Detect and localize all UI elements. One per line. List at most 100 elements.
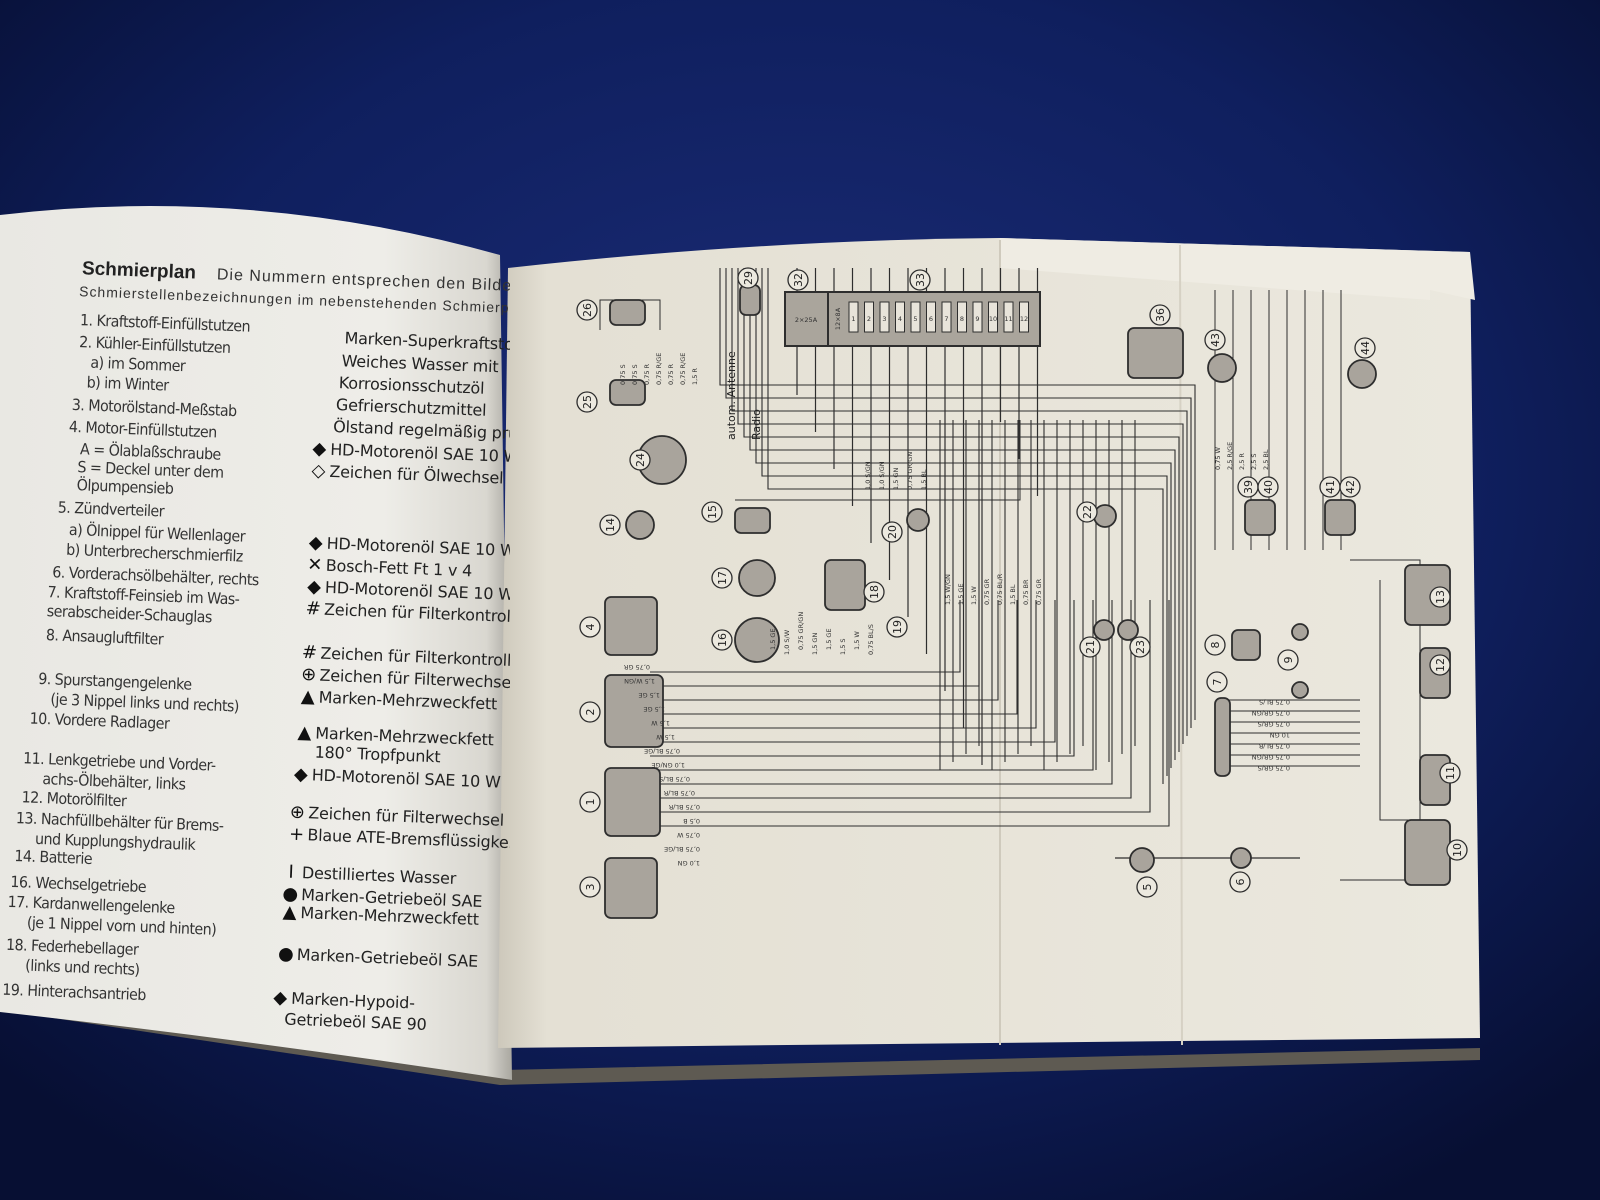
wire — [735, 420, 1021, 501]
wire-label: 1,5 GE — [957, 583, 965, 605]
wire-label: 0,75 R — [643, 363, 651, 385]
component-number-circle — [1129, 636, 1151, 658]
legend-text: Marken-Superkraftstoff — [344, 328, 510, 355]
wire-label: 0,75 S — [631, 364, 639, 385]
wire — [767, 268, 1164, 784]
wire — [650, 600, 1113, 785]
fuse-group-label: 12×8A — [834, 307, 842, 330]
lubrication-point-item: 10. Vordere Radlager — [29, 709, 170, 733]
fuse — [1003, 301, 1014, 333]
wire-label: 0,75 BR — [1022, 579, 1030, 605]
lubricant-legend-entry: Korrosionsschutzöl — [338, 373, 484, 398]
component-number-circle — [1257, 476, 1279, 498]
legend-text: Weiches Wasser mit — [341, 351, 499, 377]
wire-label: 0,75 GR — [983, 578, 991, 605]
lamp-9b — [1291, 681, 1309, 699]
wire-label: 0,75 BL/R — [663, 789, 695, 797]
component-number: 29 — [742, 271, 755, 285]
wire — [650, 600, 961, 673]
fuse-number: 4 — [898, 315, 902, 323]
component-number: 23 — [1134, 640, 1147, 654]
component-number-circle — [886, 616, 908, 638]
component-number-circle — [1136, 876, 1158, 898]
horn-44 — [1347, 359, 1377, 389]
wire-label: 0,75 R/GE — [679, 353, 687, 385]
component-number-circle — [1429, 654, 1451, 676]
wire-label: 1,5 GE — [769, 628, 777, 650]
component-number-circle — [1439, 762, 1461, 784]
lubricant-symbol-icon: I — [288, 861, 294, 883]
component-number: 25 — [581, 395, 594, 409]
wire — [731, 268, 1188, 736]
relay-18 — [824, 559, 866, 611]
component-number: 19 — [891, 620, 904, 634]
component-number-circle — [1079, 636, 1101, 658]
wire-label: 1,5 W/GN — [944, 574, 952, 605]
lamp-9a — [1291, 623, 1309, 641]
headlight-unit — [604, 767, 661, 837]
lubrication-point-item: 12. Motorölfilter — [21, 788, 127, 811]
wire-label: 0,75 BL/R — [668, 803, 700, 811]
wire-label: 0,75 BL/S — [1259, 698, 1290, 706]
component-number-circle — [909, 269, 931, 291]
legend-text: Zeichen für Ölwechsel — [329, 461, 504, 488]
lubricant-symbol-icon: ▲ — [282, 901, 297, 923]
component-number-circle — [1354, 337, 1376, 359]
lubricant-symbol-icon: ◆ — [306, 576, 322, 598]
fuse — [972, 301, 983, 333]
fuse — [988, 301, 998, 333]
component-number-circle — [711, 629, 733, 651]
component-number-circle — [576, 299, 598, 321]
lubrication-point-item: (je 1 Nippel vorn und hinten) — [26, 913, 217, 939]
wire — [650, 600, 999, 701]
component-number: 42 — [1344, 480, 1357, 494]
wire — [650, 600, 1037, 729]
horn-29 — [739, 284, 761, 316]
lubricant-legend-entry: ◆HD-Motorenöl SAE 10 W — [289, 764, 501, 793]
wire — [719, 268, 1196, 720]
connector-41-42 — [1324, 499, 1356, 536]
component-number: 1 — [584, 799, 597, 806]
wire-label: 0,75 R/GE — [655, 353, 663, 385]
book-edge — [0, 1010, 1480, 1085]
wire-label: 0,75 GR/GN — [1252, 753, 1290, 761]
wire-label: 1,5 GN — [892, 468, 900, 490]
lubricant-symbol-icon: ⊕ — [300, 663, 317, 686]
fuse-number: 7 — [944, 315, 948, 323]
switch-8 — [1231, 629, 1261, 661]
horn-43 — [1207, 353, 1237, 383]
component-number: 10 — [1451, 843, 1464, 857]
legend-text: 180° Tropfpunkt — [314, 742, 441, 767]
lubrication-point-item: 4. Motor-Einfüllstutzen — [68, 417, 218, 442]
component-number-circle — [576, 391, 598, 413]
lubricant-legend-entry: Getriebeöl SAE 90 — [284, 1010, 427, 1034]
fuse — [926, 301, 936, 333]
component-text-label: autom. Antenne — [725, 351, 738, 440]
wire-label: 1,5 R — [691, 368, 699, 385]
wire — [650, 600, 1075, 757]
component-number: 41 — [1324, 480, 1337, 494]
wire-label: 1,0 S/W — [783, 629, 791, 655]
fuse-number: 11 — [1004, 315, 1012, 323]
wire-label: 0,75 GR/GN — [797, 612, 805, 650]
wire-label: 2,5 BL — [1262, 449, 1270, 470]
wire-label: 1,5 W — [853, 631, 861, 650]
component-number: 39 — [1242, 480, 1255, 494]
lubricant-legend-entry: Marken-Superkraftstoff — [344, 328, 510, 354]
component-number-circle — [1339, 476, 1361, 498]
horn-17 — [738, 559, 776, 597]
lamp-unit-10 — [1404, 819, 1451, 886]
legend-text: Korrosionsschutzöl — [338, 373, 485, 398]
wire-label: 0,75 GR/GN — [906, 452, 914, 490]
wire-label: 1,5 BL — [920, 469, 928, 490]
component-number: 21 — [1084, 640, 1097, 654]
legend-text: Marken-Mehrzweckfett — [318, 687, 498, 714]
wire-label: 1,0 S/GN — [878, 461, 886, 490]
wire-label: 0,75 BL/R — [1258, 742, 1290, 750]
wire-label: 0,75 BL/GE — [644, 747, 680, 755]
wire-label: 0,75 S — [619, 364, 627, 385]
fuse-number: 1 — [851, 315, 855, 323]
component-number: 16 — [716, 633, 729, 647]
fuse-group-label: 2×25A — [795, 316, 818, 324]
